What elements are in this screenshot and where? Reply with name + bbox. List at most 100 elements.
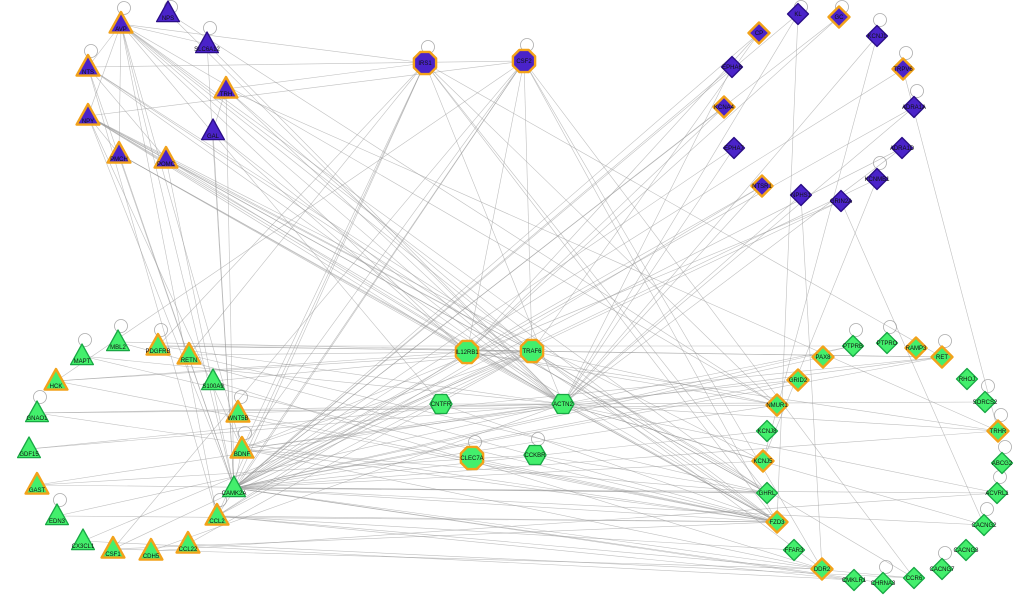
edge (87, 115, 243, 450)
node-RHOJ[interactable] (955, 367, 979, 391)
node-WNT5B[interactable] (225, 399, 251, 423)
node-SORCS2[interactable] (973, 390, 997, 414)
node-FZD3[interactable] (765, 510, 789, 534)
node-TRHR[interactable] (986, 419, 1010, 443)
self-loop-edge (203, 21, 217, 35)
edge (466, 32, 760, 353)
self-loops-layer (33, 0, 1012, 574)
node-ACTN2[interactable] (551, 393, 575, 415)
self-loop-edge (981, 379, 995, 393)
node-PAX8[interactable] (811, 345, 835, 369)
node-CACNG3[interactable] (954, 538, 978, 562)
self-loop-edge (899, 46, 913, 60)
node-NPS[interactable] (155, 0, 181, 23)
node-KCNA4[interactable] (712, 95, 736, 119)
node-ABCG2[interactable] (990, 451, 1014, 475)
edge (562, 106, 915, 405)
self-loop-edge (938, 334, 952, 348)
node-NTS[interactable] (75, 53, 101, 77)
node-EPHA7[interactable] (722, 136, 746, 160)
node-CAMK2A[interactable] (221, 475, 247, 498)
node-MAPT[interactable] (69, 343, 95, 366)
node-ADRA1D[interactable] (890, 136, 914, 160)
edge (562, 13, 799, 405)
edge (36, 404, 778, 414)
node-CACNG7[interactable] (930, 557, 954, 581)
node-KCNJ1[interactable] (865, 24, 889, 48)
node-CACNG2[interactable] (972, 513, 996, 537)
node-PTPRB[interactable] (841, 334, 865, 358)
node-CP[interactable] (747, 21, 771, 45)
node-PTPRO[interactable] (875, 331, 899, 355)
edge (167, 12, 778, 406)
node-CSF1[interactable] (100, 535, 126, 559)
node-KCNJ8[interactable] (755, 419, 779, 443)
node-CSF2[interactable] (511, 48, 537, 74)
node-PDGFRB[interactable] (145, 332, 171, 356)
self-loop-edge (117, 1, 131, 15)
edge (82, 350, 533, 542)
edge (87, 60, 525, 68)
node-CHRNA3[interactable] (871, 571, 895, 595)
node-HCK[interactable] (43, 367, 69, 391)
node-TRAF6[interactable] (519, 338, 545, 364)
edge (167, 12, 564, 405)
edge (112, 548, 823, 570)
node-NTSR1[interactable] (750, 174, 774, 198)
node-MBL2[interactable] (105, 329, 131, 352)
edge (233, 147, 735, 489)
node-FFAR3[interactable] (782, 538, 806, 562)
node-CMKLR1[interactable] (842, 568, 866, 592)
node-EPHA6[interactable] (720, 55, 744, 79)
node-CDH5[interactable] (138, 537, 164, 561)
node-GHRL[interactable] (755, 481, 779, 505)
node-GC[interactable] (827, 5, 851, 29)
node-GDF15[interactable] (16, 436, 42, 459)
node-TRPV6[interactable] (891, 57, 915, 81)
node-NMUR1[interactable] (765, 393, 789, 417)
node-CX3CL1[interactable] (70, 528, 96, 551)
node-POMC[interactable] (153, 145, 179, 169)
node-KCNJ5[interactable] (751, 449, 775, 473)
node-ACVRL1[interactable] (985, 481, 1009, 505)
edge (531, 350, 823, 570)
node-EDN3[interactable] (44, 503, 70, 526)
node-ADRA1A[interactable] (902, 95, 926, 119)
node-NPHS1[interactable] (789, 183, 813, 207)
node-NPY[interactable] (75, 102, 101, 126)
node-KL[interactable] (786, 2, 810, 26)
node-RETN[interactable] (176, 341, 202, 365)
node-GRID2[interactable] (786, 368, 810, 392)
node-CCKBR[interactable] (523, 444, 547, 466)
node-CCR6[interactable] (902, 566, 926, 590)
node-RAMP3[interactable] (904, 336, 928, 360)
node-SLC6A12[interactable] (194, 31, 220, 54)
node-BDNF[interactable] (229, 435, 255, 459)
edge (241, 350, 533, 450)
node-RET[interactable] (930, 345, 954, 369)
node-CCL2[interactable] (204, 502, 230, 526)
node-TRH[interactable] (213, 75, 239, 99)
node-KCNMB1[interactable] (865, 167, 889, 191)
edge (188, 354, 768, 494)
node-CCL22[interactable] (175, 530, 201, 554)
node-DDR2[interactable] (810, 557, 834, 581)
edge (120, 23, 442, 405)
node-CNTFR[interactable] (429, 393, 453, 415)
node-GRIN2A[interactable] (829, 189, 853, 213)
edge (112, 521, 778, 550)
edge (233, 430, 999, 489)
node-IRS1[interactable] (412, 50, 438, 76)
node-GAL[interactable] (200, 118, 226, 141)
node-AVP[interactable] (108, 10, 134, 34)
node-GAST[interactable] (24, 471, 50, 495)
node-GNAO1[interactable] (24, 400, 50, 423)
node-PMCH[interactable] (106, 140, 132, 164)
edge (118, 153, 778, 523)
node-S100A9[interactable] (200, 368, 226, 391)
node-IL12RB1[interactable] (454, 339, 480, 365)
node-CLEC7A[interactable] (459, 445, 485, 471)
edge (225, 88, 999, 432)
edge (216, 515, 855, 581)
